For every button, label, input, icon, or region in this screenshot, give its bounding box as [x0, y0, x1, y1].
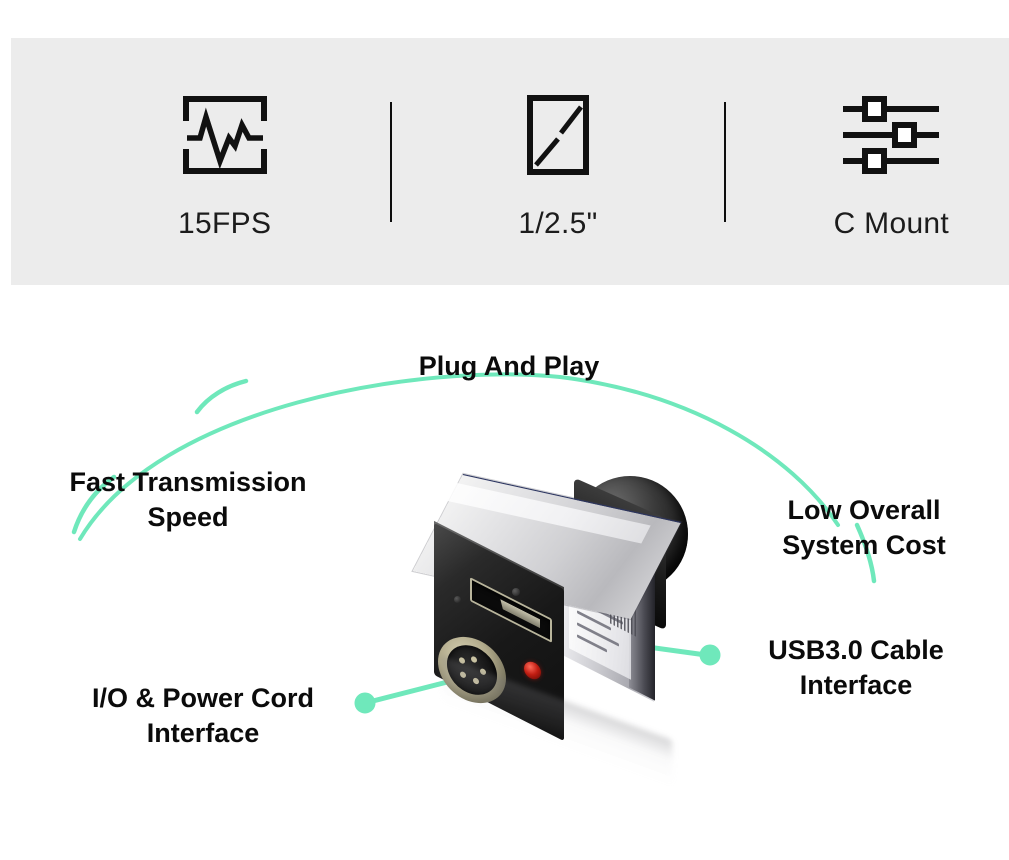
sensor-size-diagonal-icon	[518, 89, 598, 181]
spec-item-framerate: 15FPS	[107, 83, 342, 241]
spec-item-mount: C Mount	[774, 83, 1009, 241]
callout-usb3-cable-interface: USB3.0 Cable Interface	[768, 635, 944, 700]
spec-label-mount: C Mount	[833, 206, 950, 240]
waveform-framerate-icon	[182, 89, 268, 181]
spec-divider-2	[723, 101, 726, 222]
product-feature-diagram: Plug And Play Fast Transmission Speed Lo…	[0, 285, 1009, 860]
mounting-screw-left	[454, 596, 461, 603]
industrial-usb3-camera	[412, 470, 714, 786]
callout-plug-and-play: Plug And Play	[418, 351, 600, 381]
spec-label-sensor-size: 1/2.5"	[518, 206, 598, 240]
callout-fast-transmission-speed: Fast Transmission Speed	[69, 467, 307, 532]
io-pin	[471, 655, 477, 664]
mounting-screw-right	[512, 588, 520, 596]
callout-low-overall-system-cost: Low Overall System Cost	[782, 495, 946, 560]
callout-io-power-cord-interface: I/O & Power Cord Interface	[91, 683, 315, 748]
spec-divider-1	[390, 101, 393, 222]
spec-banner: 15FPS 1/2.5"	[11, 38, 1009, 285]
sliders-mount-icon	[839, 89, 943, 181]
spec-label-framerate: 15FPS	[178, 206, 272, 240]
spec-item-sensor-size: 1/2.5"	[440, 83, 675, 241]
